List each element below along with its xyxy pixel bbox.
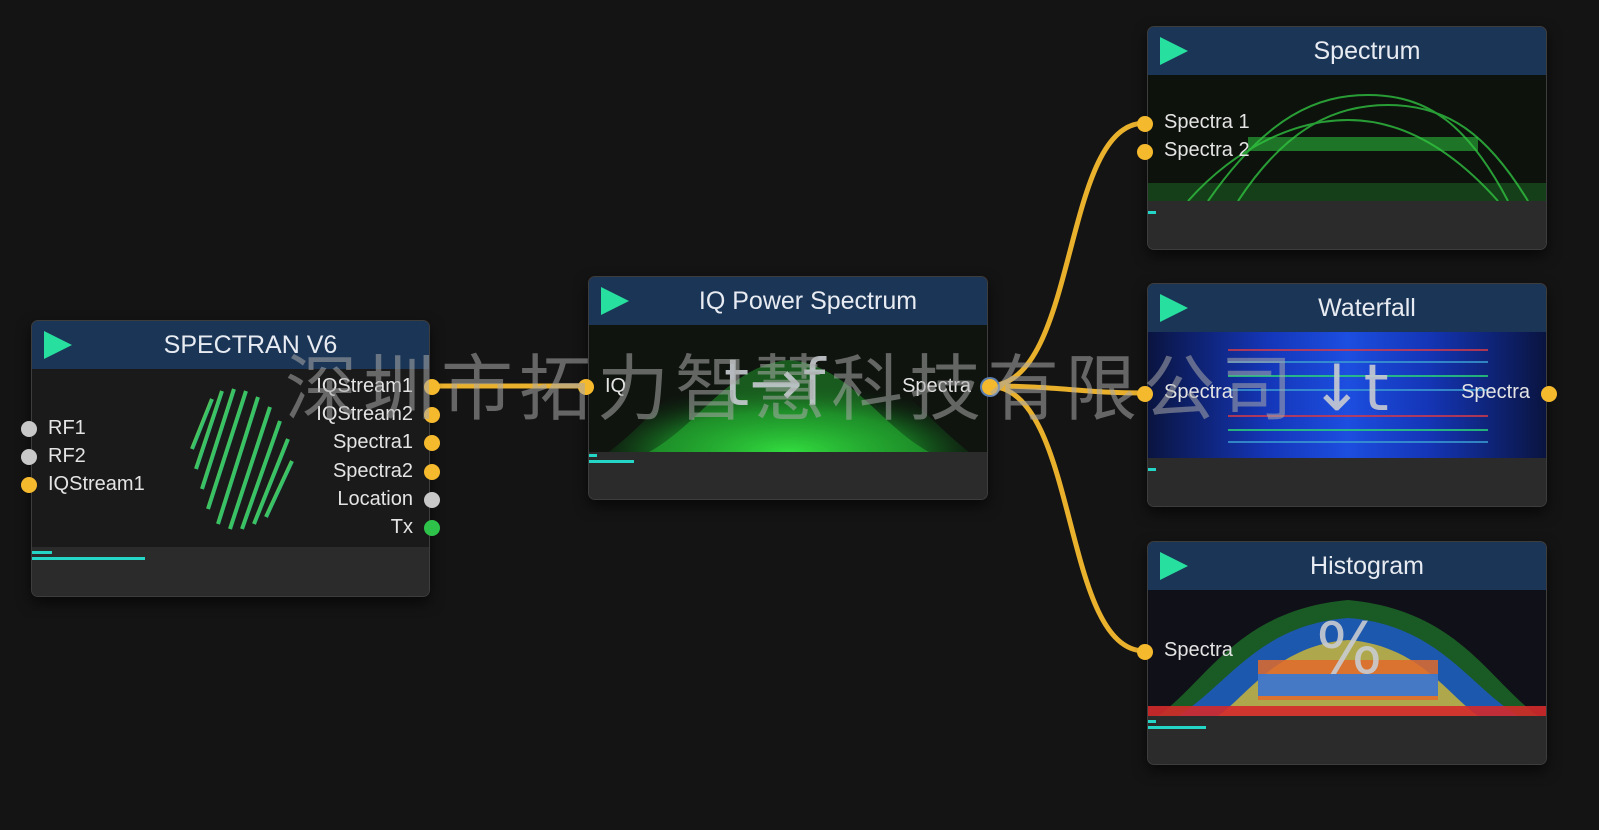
node-header[interactable]: IQ Power Spectrum: [589, 277, 987, 325]
port-in-spectra-1[interactable]: [1137, 116, 1153, 132]
node-footer: [1148, 458, 1546, 506]
node-spectran-v6[interactable]: SPECTRAN V6: [21, 320, 440, 597]
down-arrow-time-icon: ↓t: [1310, 352, 1389, 426]
progress-bar-small: [1148, 720, 1156, 723]
progress-bar-small: [32, 551, 52, 554]
port-in-iq[interactable]: [578, 379, 594, 395]
port-in-spectra-2[interactable]: [1137, 144, 1153, 160]
node-footer: [32, 547, 429, 596]
node-header[interactable]: SPECTRAN V6: [32, 321, 429, 369]
spectrum-preview-visual: [589, 325, 987, 452]
progress-bar-small: [1148, 211, 1156, 214]
progress-bar: [32, 557, 145, 560]
play-icon[interactable]: [1160, 552, 1188, 580]
port-label-spectra1-out: Spectra1: [332, 431, 413, 453]
port-out-location[interactable]: [424, 492, 440, 508]
progress-bar-small: [589, 454, 597, 457]
port-in-iqstream1[interactable]: [21, 477, 37, 493]
port-label-spectra-in: Spectra: [1164, 381, 1233, 403]
node-title: SPECTRAN V6: [163, 331, 338, 359]
wire-spectra-to-histogram: [985, 383, 1148, 654]
node-preview: %: [1148, 590, 1546, 716]
port-out-spectra[interactable]: [982, 379, 998, 395]
port-in-spectra[interactable]: [1137, 644, 1153, 660]
progress-bar-small: [1148, 468, 1156, 471]
port-in-rf1[interactable]: [21, 421, 37, 437]
node-header[interactable]: Waterfall: [1148, 284, 1546, 332]
node-footer: [589, 452, 987, 499]
port-label-spectra-out: Spectra: [1461, 381, 1530, 403]
wire-spectra-to-waterfall: [985, 383, 1148, 396]
progress-bar: [1148, 726, 1206, 729]
port-out-iqstream2[interactable]: [424, 407, 440, 423]
port-out-tx[interactable]: [424, 520, 440, 536]
waterfall-preview-visual: [1148, 332, 1546, 458]
play-icon[interactable]: [1160, 37, 1188, 65]
play-icon[interactable]: [44, 331, 72, 359]
node-footer: [1148, 201, 1546, 249]
progress-bar: [589, 460, 634, 463]
node-preview: t→f: [589, 325, 987, 452]
play-icon[interactable]: [1160, 294, 1188, 322]
wire-spectra-to-spectrum: [985, 120, 1148, 389]
node-preview: [32, 369, 429, 547]
port-label-spectra-1: Spectra 1: [1164, 111, 1250, 133]
port-label-location-out: Location: [337, 488, 413, 510]
node-header[interactable]: Spectrum: [1148, 27, 1546, 75]
node-waterfall[interactable]: Waterfall: [1137, 283, 1557, 507]
node-title: Waterfall: [1318, 294, 1416, 322]
port-label-iqstream1-in: IQStream1: [48, 473, 145, 495]
play-icon[interactable]: [601, 287, 629, 315]
port-label-spectra-2: Spectra 2: [1164, 139, 1250, 161]
port-out-spectra1[interactable]: [424, 435, 440, 451]
port-label-rf1: RF1: [48, 417, 86, 439]
port-out-iqstream1[interactable]: [424, 379, 440, 395]
node-preview: ↓t: [1148, 332, 1546, 458]
node-title: Histogram: [1310, 552, 1424, 580]
port-label-iq: IQ: [605, 375, 627, 397]
port-label-spectra-in: Spectra: [1164, 639, 1233, 661]
node-footer: [1148, 716, 1546, 764]
node-histogram[interactable]: Histogram % Spectra: [1137, 541, 1547, 765]
port-label-tx-out: Tx: [390, 516, 413, 538]
device-logo-visual: [190, 388, 294, 530]
port-out-spectra[interactable]: [1541, 386, 1557, 402]
time-to-frequency-icon: t→f: [724, 347, 826, 421]
spectrum-preview-visual: [1148, 75, 1546, 201]
node-preview: [1148, 75, 1546, 201]
port-label-iqstream1-out: IQStream1: [316, 375, 413, 397]
node-header[interactable]: Histogram: [1148, 542, 1546, 590]
port-label-spectra2-out: Spectra2: [332, 460, 413, 482]
port-out-spectra2[interactable]: [424, 464, 440, 480]
port-label-rf2: RF2: [48, 445, 86, 467]
port-in-rf2[interactable]: [21, 449, 37, 465]
port-label-spectra-out: Spectra: [902, 375, 971, 397]
histogram-preview-visual: [1148, 590, 1546, 716]
port-label-iqstream2-out: IQStream2: [316, 403, 413, 425]
port-in-spectra[interactable]: [1137, 386, 1153, 402]
node-title: IQ Power Spectrum: [698, 287, 918, 315]
percent-icon: %: [1316, 608, 1383, 690]
node-title: Spectrum: [1313, 37, 1421, 65]
node-spectrum[interactable]: Spectrum Spectra 1 Spectra 2: [1137, 26, 1547, 250]
node-iq-power-spectrum[interactable]: IQ Power Spectrum t→f IQ Spectra: [578, 276, 998, 500]
